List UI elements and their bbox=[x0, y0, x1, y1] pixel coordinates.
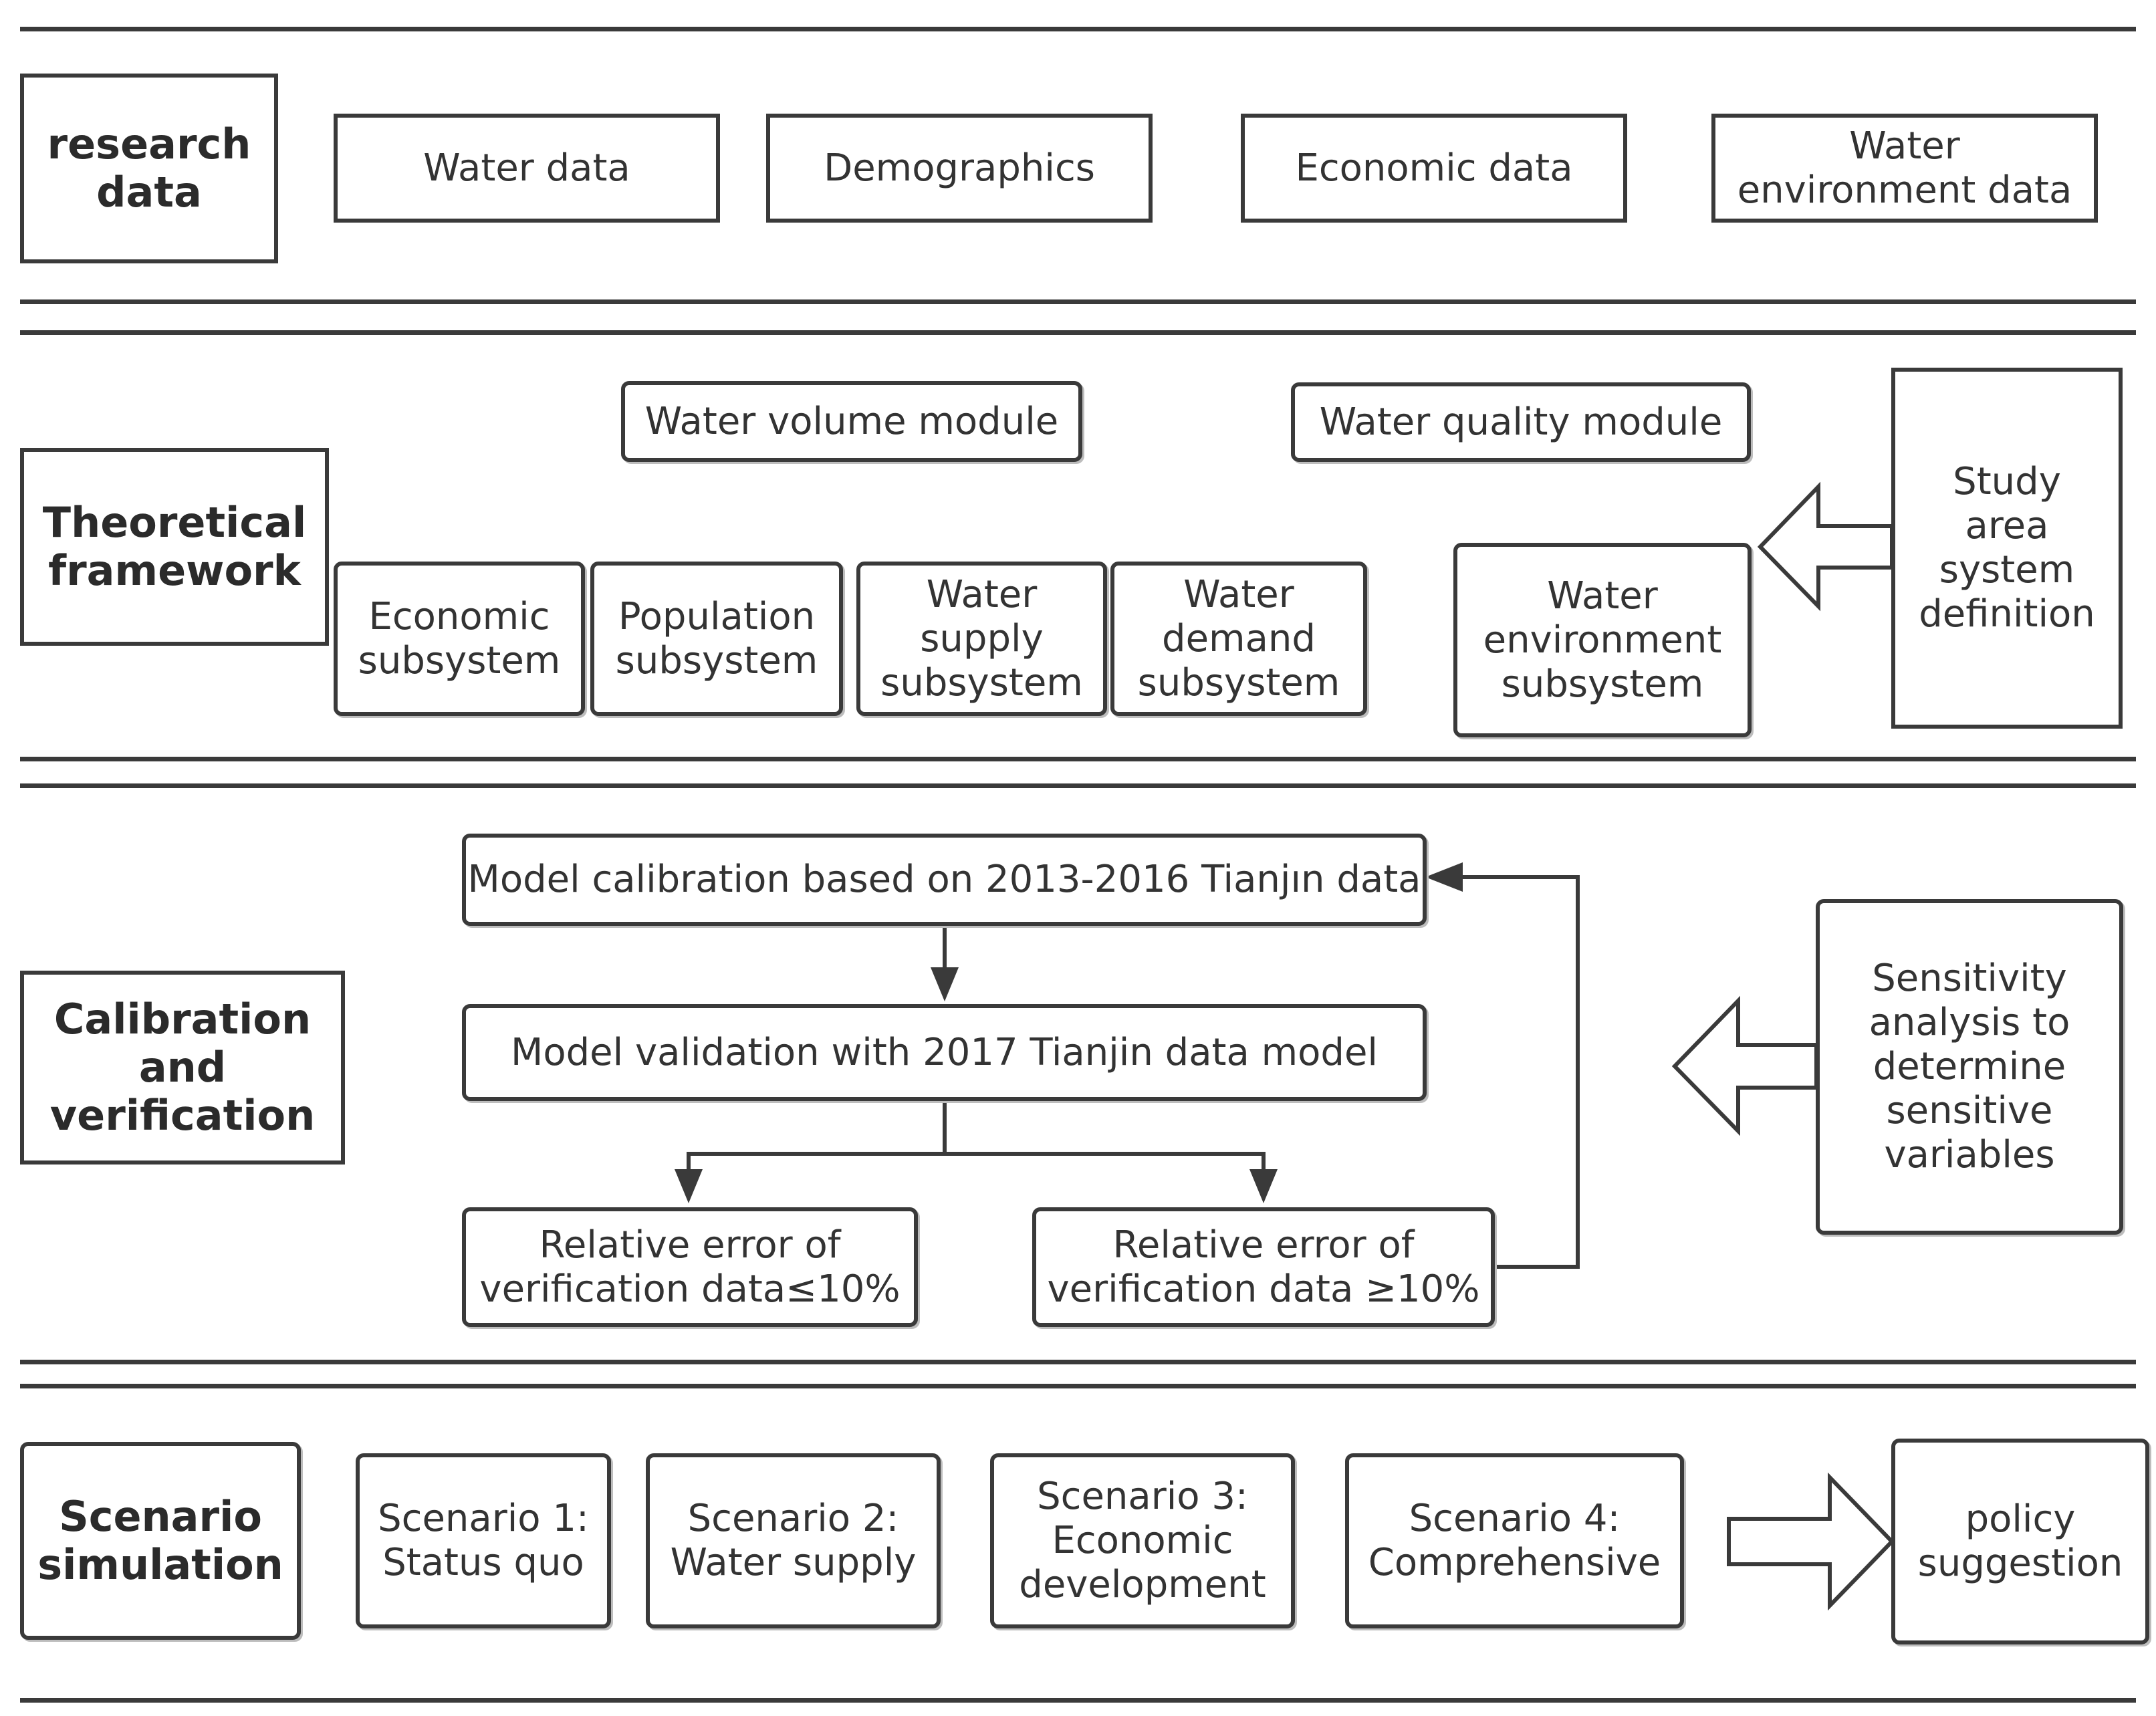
section-rule bbox=[20, 27, 2136, 31]
water-environment-data-box: Water environment data bbox=[1711, 114, 2098, 223]
sensitivity-analysis-box: Sensitivity analysis to determine sensit… bbox=[1816, 899, 2123, 1235]
section-rule bbox=[20, 1384, 2136, 1388]
economic-subsystem-box: Economic subsystem bbox=[334, 562, 585, 716]
study-area-definition-box: Study area system definition bbox=[1891, 368, 2123, 729]
section-rule bbox=[20, 299, 2136, 304]
population-subsystem-box: Population subsystem bbox=[590, 562, 843, 716]
section-rule bbox=[20, 330, 2136, 335]
section-rule bbox=[20, 757, 2136, 761]
economic-data-box: Economic data bbox=[1241, 114, 1627, 223]
policy-hollow-arrow bbox=[1727, 1472, 1895, 1611]
section-rule bbox=[20, 1360, 2136, 1364]
validation-branch-connector bbox=[687, 1101, 947, 1173]
model-calibration-box: Model calibration based on 2013-2016 Tia… bbox=[462, 834, 1427, 926]
relative-error-high-box: Relative error of verification data ≥10% bbox=[1032, 1207, 1495, 1327]
sensitivity-hollow-arrow bbox=[1671, 995, 1818, 1136]
model-validation-box: Model validation with 2017 Tianjin data … bbox=[462, 1004, 1427, 1101]
policy-suggestion-box: policy suggestion bbox=[1891, 1439, 2149, 1644]
section-rule bbox=[20, 1698, 2136, 1703]
feedback-arrowhead bbox=[1425, 862, 1463, 892]
water-environment-subsystem-box: Water environment subsystem bbox=[1453, 543, 1752, 737]
section-rule bbox=[20, 783, 2136, 788]
error-high-arrowhead bbox=[1249, 1169, 1278, 1203]
calibration-arrowhead bbox=[931, 967, 959, 1001]
research-data-label: research data bbox=[20, 74, 278, 263]
study-area-hollow-arrow bbox=[1757, 481, 1894, 612]
error-low-arrowhead bbox=[675, 1169, 703, 1203]
water-demand-subsystem-box: Water demand subsystem bbox=[1110, 562, 1367, 716]
water-volume-module-box: Water volume module bbox=[621, 381, 1082, 462]
water-quality-module-box: Water quality module bbox=[1291, 382, 1751, 462]
water-data-box: Water data bbox=[334, 114, 720, 223]
water-supply-subsystem-box: Water supply subsystem bbox=[856, 562, 1107, 716]
feedback-loop-connector bbox=[1457, 875, 1580, 1269]
scenario-2-box: Scenario 2: Water supply bbox=[646, 1453, 941, 1628]
relative-error-low-box: Relative error of verification data≤10% bbox=[462, 1207, 918, 1327]
calibration-verification-label: Calibration and verification bbox=[20, 971, 345, 1165]
scenario-1-box: Scenario 1: Status quo bbox=[356, 1453, 611, 1628]
scenario-4-box: Scenario 4: Comprehensive bbox=[1345, 1453, 1684, 1628]
scenario-3-box: Scenario 3: Economic development bbox=[990, 1453, 1295, 1628]
validation-branch-connector-right bbox=[945, 1152, 1266, 1173]
theoretical-framework-label: Theoretical framework bbox=[20, 448, 329, 646]
scenario-simulation-label: Scenario simulation bbox=[20, 1442, 301, 1640]
demographics-box: Demographics bbox=[766, 114, 1153, 223]
